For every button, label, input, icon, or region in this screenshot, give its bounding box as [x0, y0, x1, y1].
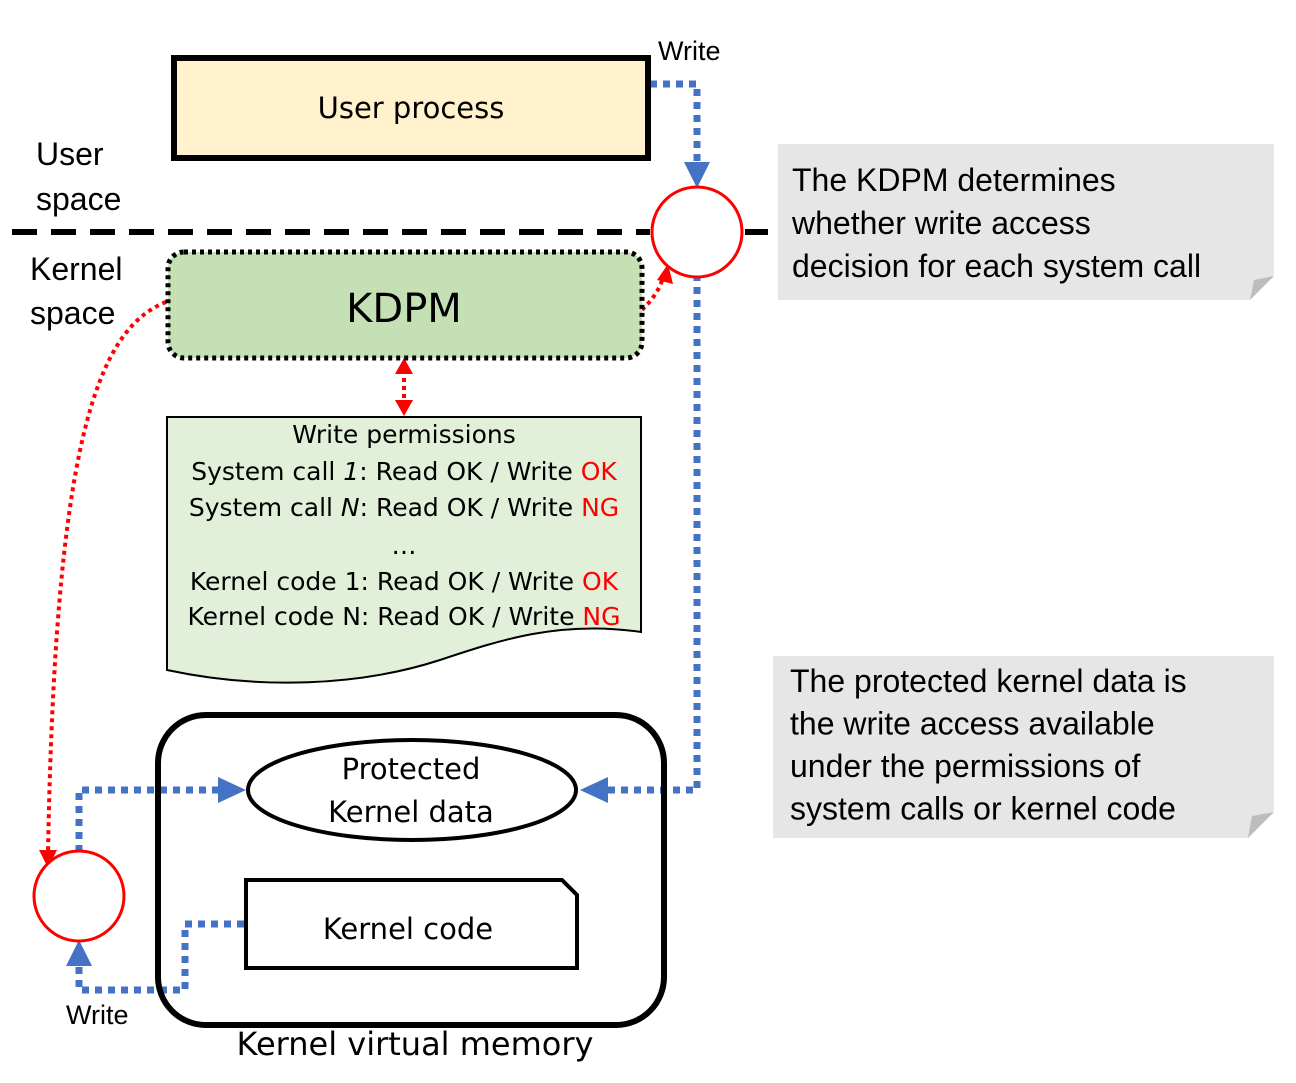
permission-status: NG: [581, 493, 619, 522]
red-arrowhead-lower-circle: [39, 850, 57, 868]
permission-status: OK: [582, 567, 619, 596]
red-arrowhead-down-permissions: [395, 400, 413, 416]
note-top-text: The KDPM determines whether write access d…: [791, 162, 1201, 284]
user-space-label-line2: space: [36, 181, 121, 217]
protected-label-line2: Kernel data: [328, 795, 494, 829]
blue-path-circle-to-protected: [608, 274, 701, 794]
note-bottom-fold: [1248, 812, 1274, 838]
note-line: The KDPM determines: [792, 162, 1116, 198]
kernel-space-label-line1: Kernel: [30, 251, 123, 287]
permission-text: …: [392, 531, 417, 560]
permission-text: : Read OK / Write: [359, 457, 580, 486]
red-arrowhead-up-kdpm: [395, 358, 413, 374]
permission-row: Kernel code 1: Read OK / Write OK: [190, 567, 619, 596]
permission-status: NG: [582, 602, 620, 631]
write-permissions-document: [166, 416, 642, 684]
permission-row: …: [392, 531, 417, 560]
kernel-code-document: [244, 878, 579, 970]
permission-index: 1: [343, 457, 359, 486]
permission-text: Kernel code N: Read OK / Write: [188, 602, 583, 631]
blue-write-path-user: [650, 80, 701, 165]
note-line: under the permissions of: [790, 748, 1141, 784]
permission-text: : Read OK / Write: [360, 493, 581, 522]
permission-text: Kernel code 1: Read OK / Write: [190, 567, 582, 596]
note-line: system calls or kernel code: [790, 791, 1176, 827]
kernel-space-label-line2: space: [30, 295, 115, 331]
protected-label-line1: Protected: [342, 752, 481, 786]
write-permissions-rows: System call 1: Read OK / Write OKSystem …: [188, 457, 621, 631]
protected-kernel-data-ellipse: [246, 738, 578, 842]
user-space-label-line1: User: [36, 136, 104, 172]
blue-arrowhead-right-protected: [218, 777, 246, 803]
write-label-top: Write: [658, 36, 721, 66]
note-bottom-text: The protected kernel data is the write ac…: [790, 663, 1187, 827]
kernel-virtual-memory-box: [155, 712, 667, 1028]
note-line: the write access available: [790, 706, 1155, 742]
kernel-code-label: Kernel code: [323, 912, 493, 946]
note-line: decision for each system call: [792, 248, 1201, 284]
user-process-box: [171, 55, 651, 161]
permission-status: OK: [581, 457, 618, 486]
note-line: The protected kernel data is: [790, 663, 1187, 699]
user-process-label: User process: [318, 91, 505, 125]
write-permissions-title: Write permissions: [292, 420, 516, 449]
permission-text: System call: [189, 493, 341, 522]
blue-arrowhead-down-upper: [684, 162, 710, 188]
upper-check-circle: [650, 185, 744, 279]
note-bottom: [773, 656, 1274, 838]
permission-index: N: [341, 493, 360, 522]
blue-write-path-kernel-code: [75, 920, 244, 994]
note-top-fold: [1250, 276, 1274, 300]
write-label-bottom: Write: [66, 1000, 129, 1030]
permission-text: System call: [191, 457, 343, 486]
kernel-virtual-memory-label: Kernel virtual memory: [237, 1025, 594, 1063]
note-line: whether write access: [791, 205, 1091, 241]
blue-arrowhead-left-protected: [580, 777, 608, 803]
kdpm-label: KDPM: [346, 286, 462, 332]
blue-path-lower-circle-to-protected: [75, 786, 218, 852]
permission-row: System call 1: Read OK / Write OK: [191, 457, 617, 486]
permission-row: Kernel code N: Read OK / Write NG: [188, 602, 621, 631]
kdpm-box: [165, 249, 645, 361]
permission-row: System call N: Read OK / Write NG: [189, 493, 619, 522]
lower-check-circle: [32, 849, 126, 943]
red-path-kdpm-to-lower-circle: [46, 300, 167, 856]
blue-arrowhead-up-lower: [66, 940, 92, 966]
note-top: [778, 144, 1274, 300]
